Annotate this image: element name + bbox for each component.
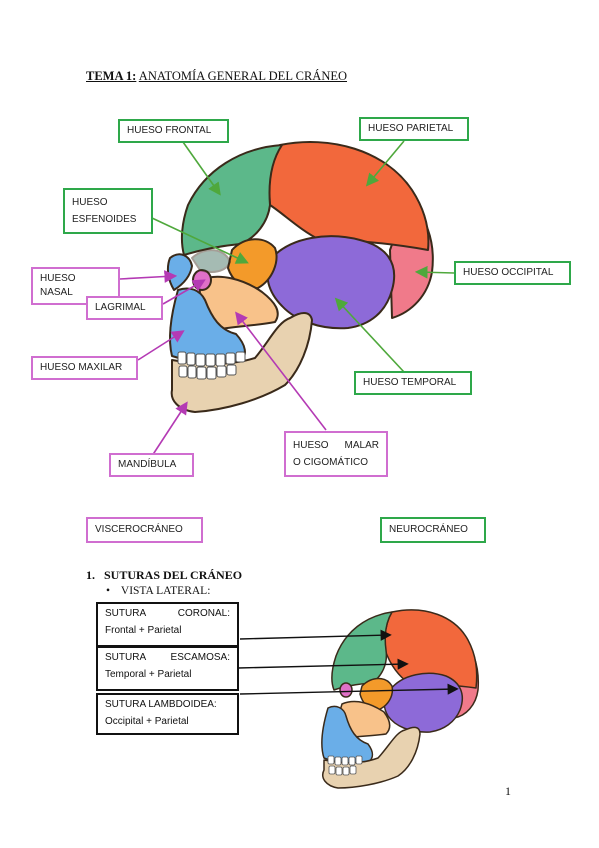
title-bold: TEMA 1:: [86, 69, 137, 83]
label-hueso-occipital: HUESO OCCIPITAL: [454, 261, 571, 285]
suture-coronal-w2: CORONAL:: [177, 608, 230, 619]
suture-lambdoidea-w1: SUTURA LAMBDOIDEA:: [105, 699, 217, 710]
malar-line1: HUESO MALAR: [293, 437, 379, 454]
malar-word2: MALAR: [344, 440, 379, 451]
esfenoides-line2: ESFENOIDES: [72, 214, 137, 225]
label-mandibula: MANDÍBULA: [109, 453, 194, 477]
page-title: TEMA 1: ANATOMÍA GENERAL DEL CRÁNEO: [86, 69, 347, 84]
label-hueso-malar: HUESO MALAR O CIGOMÁTICO: [284, 431, 388, 477]
page-number: 1: [505, 784, 511, 798]
section-number: 1.: [86, 568, 95, 582]
suture-coronal-desc: Frontal + Parietal: [105, 625, 182, 636]
title-text: ANATOMÍA GENERAL DEL CRÁNEO: [138, 69, 348, 83]
suture-escamosa-w1: SUTURA: [105, 652, 147, 663]
malar-word1: HUESO: [293, 440, 329, 451]
suture-coronal-title: SUTURA CORONAL:: [105, 607, 230, 621]
suture-box-escamosa: SUTURA ESCAMOSA: Temporal + Parietal: [96, 646, 239, 691]
suture-escamosa-w2: ESCAMOSA:: [170, 652, 230, 663]
suture-lambdoidea-title: SUTURA LAMBDOIDEA:: [105, 698, 230, 712]
esfenoides-line1: HUESO: [72, 197, 108, 208]
bullet-text: VISTA LATERAL:: [120, 585, 211, 597]
label-viscerocraneo: VISCEROCRÁNEO: [86, 517, 203, 543]
label-hueso-esfenoides: HUESO ESFENOIDES: [63, 188, 153, 234]
suture-coronal-w1: SUTURA: [105, 608, 147, 619]
label-hueso-frontal: HUESO FRONTAL: [118, 119, 229, 143]
suture-box-coronal: SUTURA CORONAL: Frontal + Parietal: [96, 602, 239, 647]
section-heading: 1. SUTURAS DEL CRÁNEO: [86, 568, 242, 583]
suture-box-lambdoidea: SUTURA LAMBDOIDEA: Occipital + Parietal: [96, 693, 239, 735]
suture-lambdoidea-desc: Occipital + Parietal: [105, 716, 189, 727]
label-lagrimal: LAGRIMAL: [86, 296, 163, 320]
section-title: SUTURAS DEL CRÁNEO: [104, 568, 243, 582]
bullet-item: • VISTA LATERAL:: [106, 585, 210, 597]
label-hueso-temporal: HUESO TEMPORAL: [354, 371, 472, 395]
label-neurocraneo: NEUROCRÁNEO: [380, 517, 486, 543]
bullet-dot: •: [106, 585, 111, 597]
suture-escamosa-desc: Temporal + Parietal: [105, 669, 192, 680]
label-hueso-parietal: HUESO PARIETAL: [359, 117, 469, 141]
malar-line2: O CIGOMÁTICO: [293, 457, 368, 468]
teeth: [177, 351, 246, 380]
label-hueso-maxilar: HUESO MAXILAR: [31, 356, 138, 380]
suture-escamosa-title: SUTURA ESCAMOSA:: [105, 651, 230, 665]
